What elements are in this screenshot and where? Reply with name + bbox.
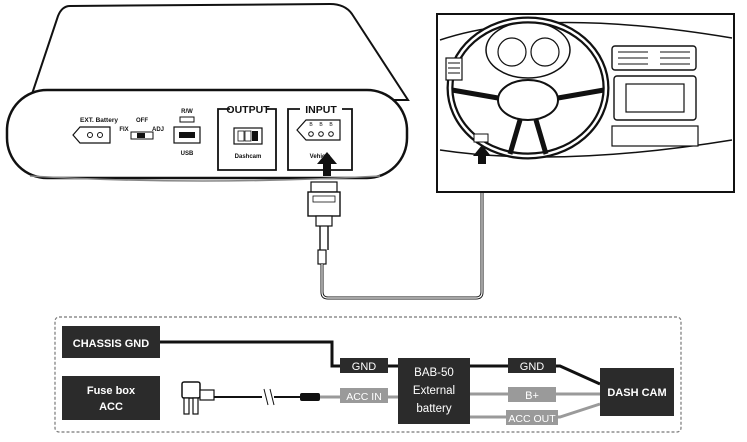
output-pin-1 bbox=[237, 130, 245, 142]
fuse-arrow-icon bbox=[473, 145, 491, 164]
gnd-right-tag bbox=[508, 358, 556, 373]
wiring-frame bbox=[54, 316, 682, 433]
steering-spokes bbox=[451, 87, 605, 155]
usb-label: USB bbox=[181, 151, 194, 157]
gnd-left-tag bbox=[340, 358, 388, 373]
acc-out-label: ACC OUT bbox=[508, 413, 556, 425]
inline-fuse-holder bbox=[300, 393, 320, 401]
acc-out-tag bbox=[506, 410, 558, 425]
b-plus-tag bbox=[508, 387, 556, 402]
device-shadow bbox=[29, 175, 381, 182]
input-pin-1 bbox=[308, 131, 314, 137]
ext-battery-label: EXT. Battery bbox=[80, 117, 118, 124]
dash-cam-label: DASH CAM bbox=[607, 387, 666, 399]
speedometer-icon bbox=[497, 37, 527, 67]
input-bracket bbox=[287, 108, 353, 171]
ext-battery-port bbox=[72, 126, 111, 144]
dashboard-top bbox=[439, 21, 733, 41]
fuse-box-acc-box bbox=[62, 376, 160, 420]
car-interior bbox=[436, 13, 735, 193]
bab-50-battery-box bbox=[398, 358, 470, 424]
dash-cam-box bbox=[600, 368, 674, 416]
output-label: OUTPUT bbox=[226, 104, 270, 116]
input-label: INPUT bbox=[305, 104, 337, 116]
vehicle-port-label: Vehicle bbox=[310, 154, 331, 160]
switch-off-label: OFF bbox=[136, 118, 148, 124]
gnd-right-label: GND bbox=[520, 361, 545, 373]
input-pin-2 bbox=[318, 131, 324, 137]
ext-port-pin-2 bbox=[97, 132, 103, 138]
switch-adj-label: ADJ bbox=[152, 127, 164, 133]
battery-model-label: BAB-50 bbox=[414, 367, 454, 379]
input-pin-mark-3: B bbox=[329, 122, 333, 128]
acc-in-label: ACC IN bbox=[346, 391, 382, 403]
input-pin-3 bbox=[328, 131, 334, 137]
fuse-box-socket bbox=[473, 133, 489, 143]
switch-fix-label: FIX bbox=[119, 127, 128, 133]
input-pin-mark-2: B bbox=[319, 122, 323, 128]
input-arrow-icon bbox=[317, 152, 337, 176]
battery-battery-label: battery bbox=[416, 403, 451, 415]
output-pin-2 bbox=[244, 130, 252, 142]
chassis-gnd-box bbox=[62, 326, 160, 358]
battery-device: EXT. Battery OFF FIX ADJ R/W USB OUTPUT … bbox=[5, 2, 410, 182]
input-pin-mark-1: B bbox=[309, 122, 313, 128]
plug-detail bbox=[312, 195, 336, 203]
acc-out-wire bbox=[470, 402, 601, 419]
micro-usb-port bbox=[179, 116, 195, 123]
dashcam-port-label: Dashcam bbox=[235, 154, 262, 160]
gnd-out-wire bbox=[470, 364, 601, 386]
head-unit-screen bbox=[625, 83, 685, 113]
inline-fuse bbox=[317, 249, 327, 265]
device-front-face bbox=[5, 88, 409, 180]
output-bracket bbox=[217, 108, 277, 171]
steering-hub bbox=[497, 79, 559, 121]
mode-switch-knob bbox=[137, 133, 145, 138]
fuse-box-acc-label: ACC bbox=[99, 401, 123, 413]
rw-label: R/W bbox=[181, 109, 193, 115]
fuse-box-label: Fuse box bbox=[87, 385, 136, 397]
left-vent bbox=[445, 57, 463, 81]
wire-break-icon bbox=[263, 388, 275, 406]
fuse-tap-icon bbox=[181, 381, 215, 415]
acc-in-tag bbox=[340, 388, 388, 403]
chassis-gnd-label: CHASSIS GND bbox=[73, 338, 149, 350]
steering-wheel-inner bbox=[448, 18, 608, 158]
output-pin-3 bbox=[252, 131, 258, 141]
climate-panel bbox=[611, 125, 699, 147]
plug-boot bbox=[315, 215, 333, 227]
center-vent-slats bbox=[618, 51, 690, 65]
b-plus-label: B+ bbox=[525, 390, 539, 402]
tachometer-icon bbox=[530, 37, 560, 67]
battery-external-label: External bbox=[413, 385, 455, 397]
input-cable bbox=[307, 152, 484, 300]
plug-wires bbox=[319, 226, 329, 250]
plug-head bbox=[310, 181, 338, 193]
device-top-face bbox=[28, 2, 410, 101]
left-vent-slats bbox=[448, 62, 460, 74]
cable-highlight bbox=[321, 168, 483, 299]
usb-port-tongue bbox=[179, 132, 195, 138]
ext-port-pin-1 bbox=[87, 132, 93, 138]
gnd-left-label: GND bbox=[352, 361, 377, 373]
wiring-diagram: CHASSIS GND Fuse box ACC GND ACC IN BAB-… bbox=[54, 316, 682, 433]
